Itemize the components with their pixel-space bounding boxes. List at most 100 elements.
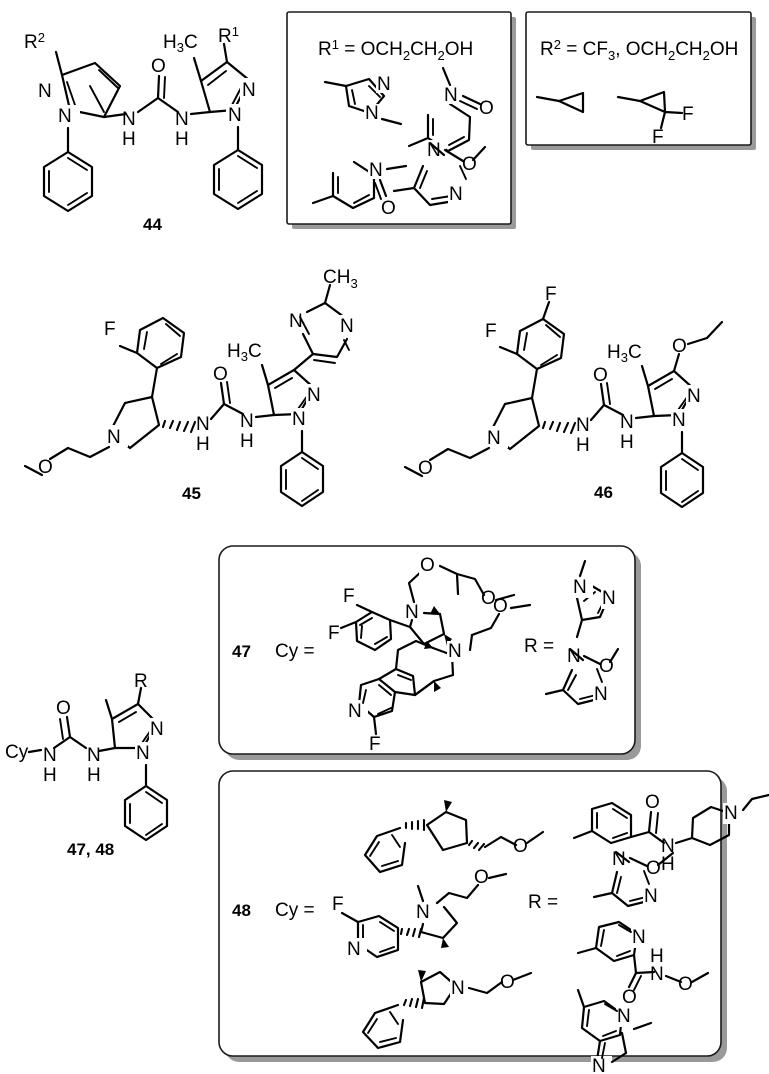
atom-label-R: R: [134, 671, 148, 692]
atom-label-N: N: [620, 412, 634, 433]
atom-label-O: O: [38, 457, 53, 478]
atom-label-O: O: [672, 336, 687, 357]
atom-label-Cy: Cy: [5, 742, 29, 763]
box-r1: R1 = OCH2CH2OH N N N O: [286, 11, 516, 229]
box-47: 47 Cy = R = F F N O: [218, 545, 641, 760]
cy-47-substituent-2: N F N O: [347, 596, 532, 755]
box-48-cy-label: Cy =: [275, 900, 315, 921]
compound-46-structure: F F N O N H O N H N: [403, 284, 724, 509]
cy-47-substituent-1: F F N O O: [328, 555, 516, 652]
box-48: 48 Cy = R =: [218, 770, 769, 1074]
atom-label-H: H: [87, 765, 101, 786]
r-47-substituent-1: N N: [572, 559, 622, 639]
r-48-substituent-2: N N O: [592, 849, 675, 908]
atom-label-N: N: [448, 641, 462, 662]
substituent-cyclopropyl: [535, 91, 585, 114]
atom-label-N: N: [451, 978, 465, 999]
atom-label-O: O: [513, 836, 528, 857]
atom-label-H: H: [650, 946, 664, 967]
atom-label-O: O: [151, 56, 166, 77]
atom-label-N: N: [650, 964, 664, 985]
atom-label-N: N: [307, 385, 321, 406]
atom-label-O: O: [381, 198, 396, 219]
atom-label-H: H: [240, 431, 254, 452]
atom-label-N: N: [594, 684, 608, 705]
atom-label-N: N: [661, 836, 675, 857]
atom-label-O: O: [646, 858, 661, 879]
atom-label-N: N: [292, 409, 306, 430]
substituent-1-methylpyrazol-4-yl: N N: [323, 74, 403, 126]
substituent-1-methyl-2-oxopyridin-4-yl: N O: [311, 160, 408, 219]
atom-label-N: N: [43, 745, 57, 766]
atom-label-N: N: [724, 803, 738, 824]
atom-label-R1: R1: [218, 24, 239, 47]
compound-label: 47, 48: [67, 840, 114, 859]
atom-label-N: N: [487, 428, 501, 449]
r-48-substituent-1: O N H N: [572, 792, 769, 875]
atom-label-O: O: [479, 98, 494, 119]
atom-label-N: N: [592, 1056, 606, 1074]
atom-label-N: N: [644, 886, 658, 907]
atom-label-N: N: [340, 316, 354, 337]
atom-label-H3C: H3C: [227, 341, 262, 364]
r-48-substituent-3: N O N H O: [576, 920, 710, 1008]
atom-label-H: H: [620, 432, 634, 453]
atom-label-H: H: [175, 129, 189, 150]
atom-label-N: N: [369, 160, 383, 181]
atom-label-N: N: [416, 902, 430, 923]
atom-label-O: O: [593, 365, 608, 386]
box-47-r-label: R =: [524, 636, 554, 657]
atom-label-N: N: [377, 74, 391, 95]
box-48-number: 48: [232, 901, 251, 920]
atom-label-F: F: [104, 319, 116, 340]
atom-label-O: O: [645, 792, 660, 813]
atom-label-F: F: [545, 284, 557, 305]
atom-label-N: N: [602, 588, 616, 609]
hash-bond: [467, 839, 486, 852]
atom-label-N: N: [348, 701, 362, 722]
atom-label-N: N: [405, 602, 419, 623]
atom-label-H: H: [122, 129, 136, 150]
atom-label-N: N: [617, 1006, 631, 1027]
atom-label-N: N: [427, 140, 441, 161]
atom-label-N: N: [240, 411, 254, 432]
atom-label-N: N: [136, 743, 150, 764]
atom-label-O: O: [213, 364, 228, 385]
atom-label-F: F: [328, 623, 340, 644]
atom-label-O: O: [622, 987, 637, 1008]
atom-label-N: N: [58, 106, 72, 127]
atom-label-H: H: [576, 435, 590, 456]
atom-label-N: N: [289, 311, 303, 332]
atom-label-O: O: [481, 588, 496, 609]
atom-label-O: O: [56, 698, 71, 719]
atom-label-N: N: [150, 719, 164, 740]
atom-label-N: N: [567, 646, 581, 667]
atom-label-N: N: [242, 80, 256, 101]
cy-48-substituent-2: N F N O: [332, 867, 508, 960]
atom-label-CH3: CH3: [323, 267, 358, 291]
substituent-2-methoxypyrimidin-5-yl: N N O: [392, 140, 487, 207]
atom-label-N: N: [107, 427, 121, 448]
box-47-number: 47: [232, 642, 251, 661]
atom-label-F: F: [485, 321, 497, 342]
atom-label-N: N: [175, 109, 189, 130]
r-47-substituent-2: N N O: [544, 646, 620, 706]
atom-label-N: N: [365, 103, 379, 124]
atom-label-N: N: [576, 415, 590, 436]
hash-bond: [161, 419, 197, 434]
substituent-difluorocyclopropyl: F F: [616, 90, 694, 148]
atom-label-F: F: [369, 734, 381, 755]
atom-label-F: F: [682, 104, 694, 125]
compound-label: 45: [182, 484, 201, 503]
box-r2: R2 = CF3, OCH2CH2OH F F: [525, 11, 756, 150]
atom-label-H3C: H3C: [607, 342, 642, 365]
hash-bond: [404, 818, 426, 832]
atom-label-N: N: [672, 410, 686, 431]
compound-44-structure: N N N H O N H N N H3C: [24, 24, 264, 234]
atom-label-O: O: [418, 458, 433, 479]
r1-formula: R1 = OCH2CH2OH: [318, 37, 473, 63]
atom-label-N: N: [449, 184, 463, 205]
atom-label-F: F: [652, 127, 664, 148]
